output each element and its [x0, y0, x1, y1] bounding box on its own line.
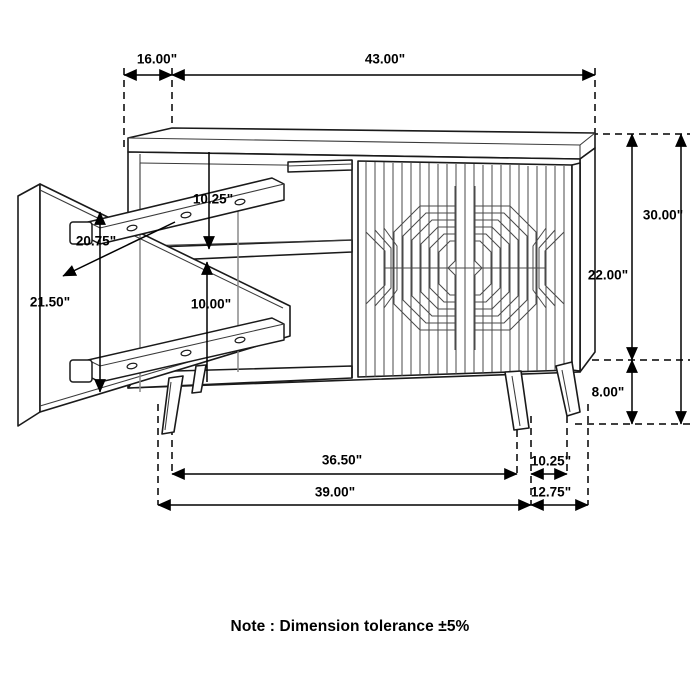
dim-overall-height: 30.00"	[643, 208, 683, 223]
dim-side-leg-span: 10.25"	[531, 454, 571, 469]
extension-lines	[123, 68, 690, 505]
patterned-right-door	[357, 160, 581, 378]
dim-front-leg-span: 36.50"	[322, 453, 362, 468]
dim-base-depth: 12.75"	[531, 485, 571, 500]
dim-top-width: 43.00"	[365, 52, 405, 67]
dimension-lines	[62, 69, 687, 511]
dim-door-width: 20.75"	[76, 234, 116, 249]
dimension-labels: 16.00" 43.00" 30.00" 22.00" 8.00" 10.25"…	[30, 52, 683, 500]
cabinet-assembly	[17, 127, 596, 435]
dim-base-width: 39.00"	[315, 485, 355, 500]
dim-door-height: 21.50"	[30, 295, 70, 310]
door-hinge-upper	[69, 177, 285, 245]
splayed-tapered-legs	[161, 361, 581, 435]
dim-leg-height: 8.00"	[592, 385, 625, 400]
dim-upper-compartment: 10.25"	[193, 192, 233, 207]
recessed-pull	[287, 159, 353, 173]
dim-top-depth: 16.00"	[137, 52, 177, 67]
tolerance-note: Note : Dimension tolerance ±5%	[230, 618, 470, 635]
dim-lower-compartment: 10.00"	[191, 297, 231, 312]
door-geometric-motif	[365, 186, 565, 350]
door-hinge-lower	[69, 317, 285, 383]
dim-body-height: 22.00"	[588, 268, 628, 283]
